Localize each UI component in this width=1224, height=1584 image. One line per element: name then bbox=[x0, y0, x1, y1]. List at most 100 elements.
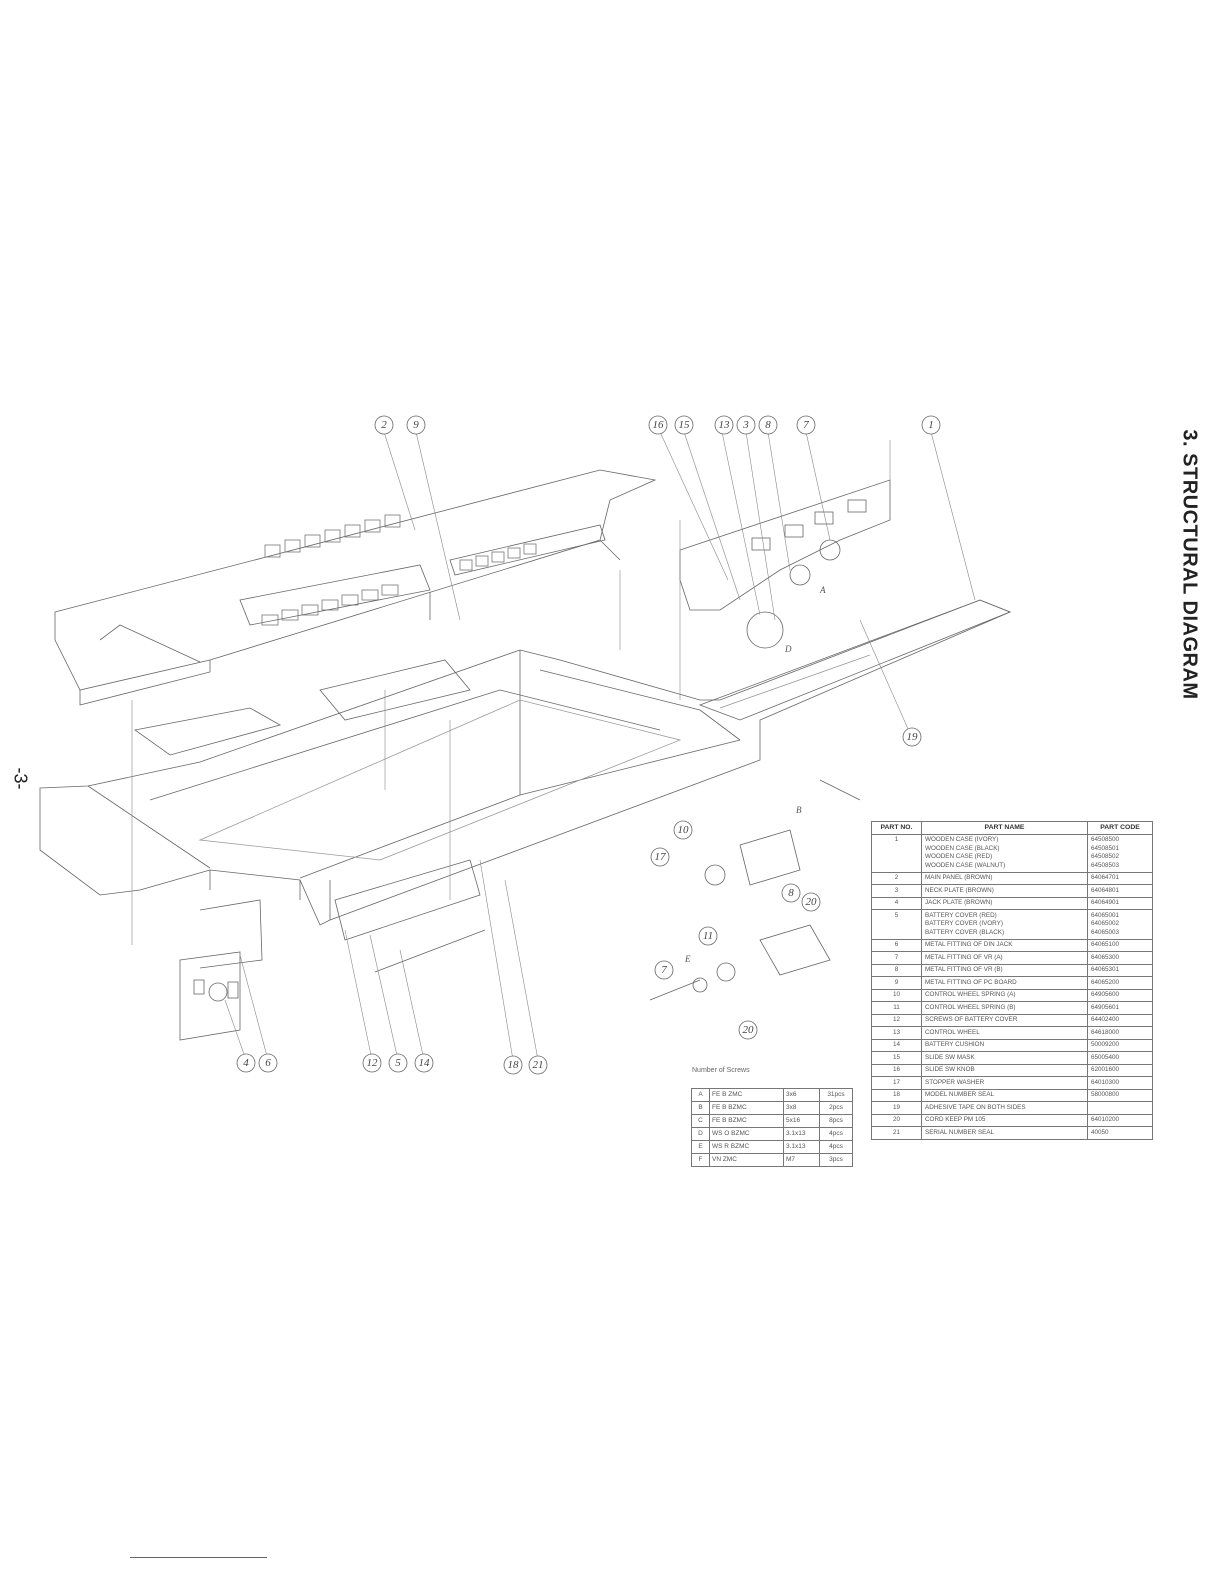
part-name-cell: METAL FITTING OF VR (A) bbox=[921, 951, 1088, 965]
part-no: 13 bbox=[871, 1026, 922, 1040]
svg-text:5: 5 bbox=[395, 1057, 401, 1069]
part-name-cell: SLIDE SW MASK bbox=[921, 1051, 1088, 1065]
col-part-name: PART NAME bbox=[921, 821, 1088, 835]
part-name-cell: SLIDE SW KNOB bbox=[921, 1063, 1088, 1077]
part-no: 17 bbox=[871, 1076, 922, 1090]
svg-text:21: 21 bbox=[533, 1059, 544, 1071]
diagram-letters: A B E D bbox=[684, 585, 826, 964]
part-name-cell: METAL FITTING OF PC BOARD bbox=[921, 976, 1088, 990]
svg-text:20: 20 bbox=[743, 1024, 755, 1036]
svg-text:9: 9 bbox=[413, 419, 419, 431]
part-code-cell: 64065300 bbox=[1087, 951, 1153, 965]
part-name: WOODEN CASE (WALNUT) bbox=[925, 861, 1006, 869]
part-no: 6 bbox=[871, 938, 922, 952]
screw-qty: 3pcs bbox=[819, 1153, 853, 1167]
svg-text:8: 8 bbox=[788, 887, 794, 899]
screw-size: 3.1x13 bbox=[783, 1140, 820, 1154]
part-name: SCREWS OF BATTERY COVER bbox=[925, 1016, 1018, 1023]
screw-letter: F bbox=[691, 1153, 710, 1167]
screws-label: Number of Screws bbox=[692, 1067, 750, 1074]
part-no: 8 bbox=[871, 963, 922, 977]
screw-spec: WS O BZMC bbox=[709, 1127, 784, 1141]
part-code: 65005400 bbox=[1091, 1053, 1120, 1061]
part-code-cell: 64065200 bbox=[1087, 976, 1153, 990]
part-name: WOODEN CASE (BLACK) bbox=[925, 844, 1000, 852]
part-name-cell: METAL FITTING OF VR (B) bbox=[921, 963, 1088, 977]
svg-text:14: 14 bbox=[419, 1057, 431, 1069]
callout-16: 16 bbox=[648, 415, 668, 435]
callout-labels: 2 9 16 15 13 3 8 7 1 19 4 6 12 5 14 18 2… bbox=[236, 415, 941, 1075]
part-no: 9 bbox=[871, 976, 922, 990]
callout-15: 15 bbox=[674, 415, 694, 435]
part-name: CONTROL WHEEL bbox=[925, 1028, 980, 1036]
svg-text:11: 11 bbox=[703, 930, 713, 942]
part-name: METAL FITTING OF PC BOARD bbox=[925, 978, 1017, 986]
svg-text:13: 13 bbox=[719, 419, 731, 431]
part-code: 64065003 bbox=[1091, 928, 1120, 936]
part-code: 64905601 bbox=[1091, 1003, 1120, 1011]
letter-d: D bbox=[784, 644, 792, 654]
svg-text:20: 20 bbox=[806, 896, 818, 908]
part-name-cell: METAL FITTING OF DIN JACK bbox=[921, 938, 1088, 952]
screw-size: 3x8 bbox=[783, 1101, 820, 1115]
callout-6: 6 bbox=[258, 1053, 278, 1073]
callout-10: 10 bbox=[673, 820, 693, 840]
part-name: METAL FITTING OF DIN JACK bbox=[925, 941, 1013, 948]
callout-1: 1 bbox=[921, 415, 941, 435]
part-name-cell: SERIAL NUMBER SEAL bbox=[921, 1126, 1088, 1140]
part-code: 58000800 bbox=[1091, 1091, 1120, 1098]
part-name-cell: CONTROL WHEEL bbox=[921, 1026, 1088, 1040]
part-code-cell: 40050 bbox=[1087, 1126, 1153, 1140]
part-no: 5 bbox=[871, 909, 922, 940]
part-code: 64402400 bbox=[1091, 1016, 1120, 1023]
part-code-cell: 64065301 bbox=[1087, 963, 1153, 977]
part-no: 21 bbox=[871, 1126, 922, 1140]
part-name-cell: MODEL NUMBER SEAL bbox=[921, 1088, 1088, 1102]
callout-21: 21 bbox=[528, 1055, 548, 1075]
part-code-cell: 64905600 bbox=[1087, 988, 1153, 1002]
part-name-cell: CONTROL WHEEL SPRING (A) bbox=[921, 988, 1088, 1002]
callout-20: 20 bbox=[801, 892, 821, 912]
svg-text:7: 7 bbox=[661, 964, 667, 976]
part-name: BATTERY COVER (IVORY) bbox=[925, 920, 1003, 927]
part-no: 3 bbox=[871, 884, 922, 898]
screw-letter: A bbox=[691, 1088, 710, 1102]
callout-14: 14 bbox=[414, 1053, 434, 1073]
part-code: 64010200 bbox=[1091, 1116, 1120, 1123]
letter-b: B bbox=[796, 805, 802, 815]
part-no: 18 bbox=[871, 1088, 922, 1102]
part-name-cell: BATTERY COVER (RED)BATTERY COVER (IVORY)… bbox=[921, 909, 1088, 940]
part-code-cell: 64065100 bbox=[1087, 938, 1153, 952]
part-code-cell: 64402400 bbox=[1087, 1013, 1153, 1027]
part-no: 16 bbox=[871, 1063, 922, 1077]
svg-text:7: 7 bbox=[803, 419, 809, 431]
part-name: STOPPER WASHER bbox=[925, 1078, 985, 1086]
part-no: 11 bbox=[871, 1001, 922, 1015]
part-name: SLIDE SW MASK bbox=[925, 1053, 975, 1061]
part-code-cell: 64010200 bbox=[1087, 1113, 1153, 1127]
part-no: 15 bbox=[871, 1051, 922, 1065]
part-code bbox=[1091, 1104, 1149, 1113]
screw-spec: VN ZMC bbox=[709, 1153, 784, 1167]
part-code: 64065301 bbox=[1091, 966, 1120, 973]
callout-9: 9 bbox=[406, 415, 426, 435]
svg-text:10: 10 bbox=[678, 824, 690, 836]
letter-a: A bbox=[819, 585, 826, 595]
part-code-cell: 64064901 bbox=[1087, 896, 1153, 910]
footer-link-underline[interactable] bbox=[130, 1557, 267, 1558]
